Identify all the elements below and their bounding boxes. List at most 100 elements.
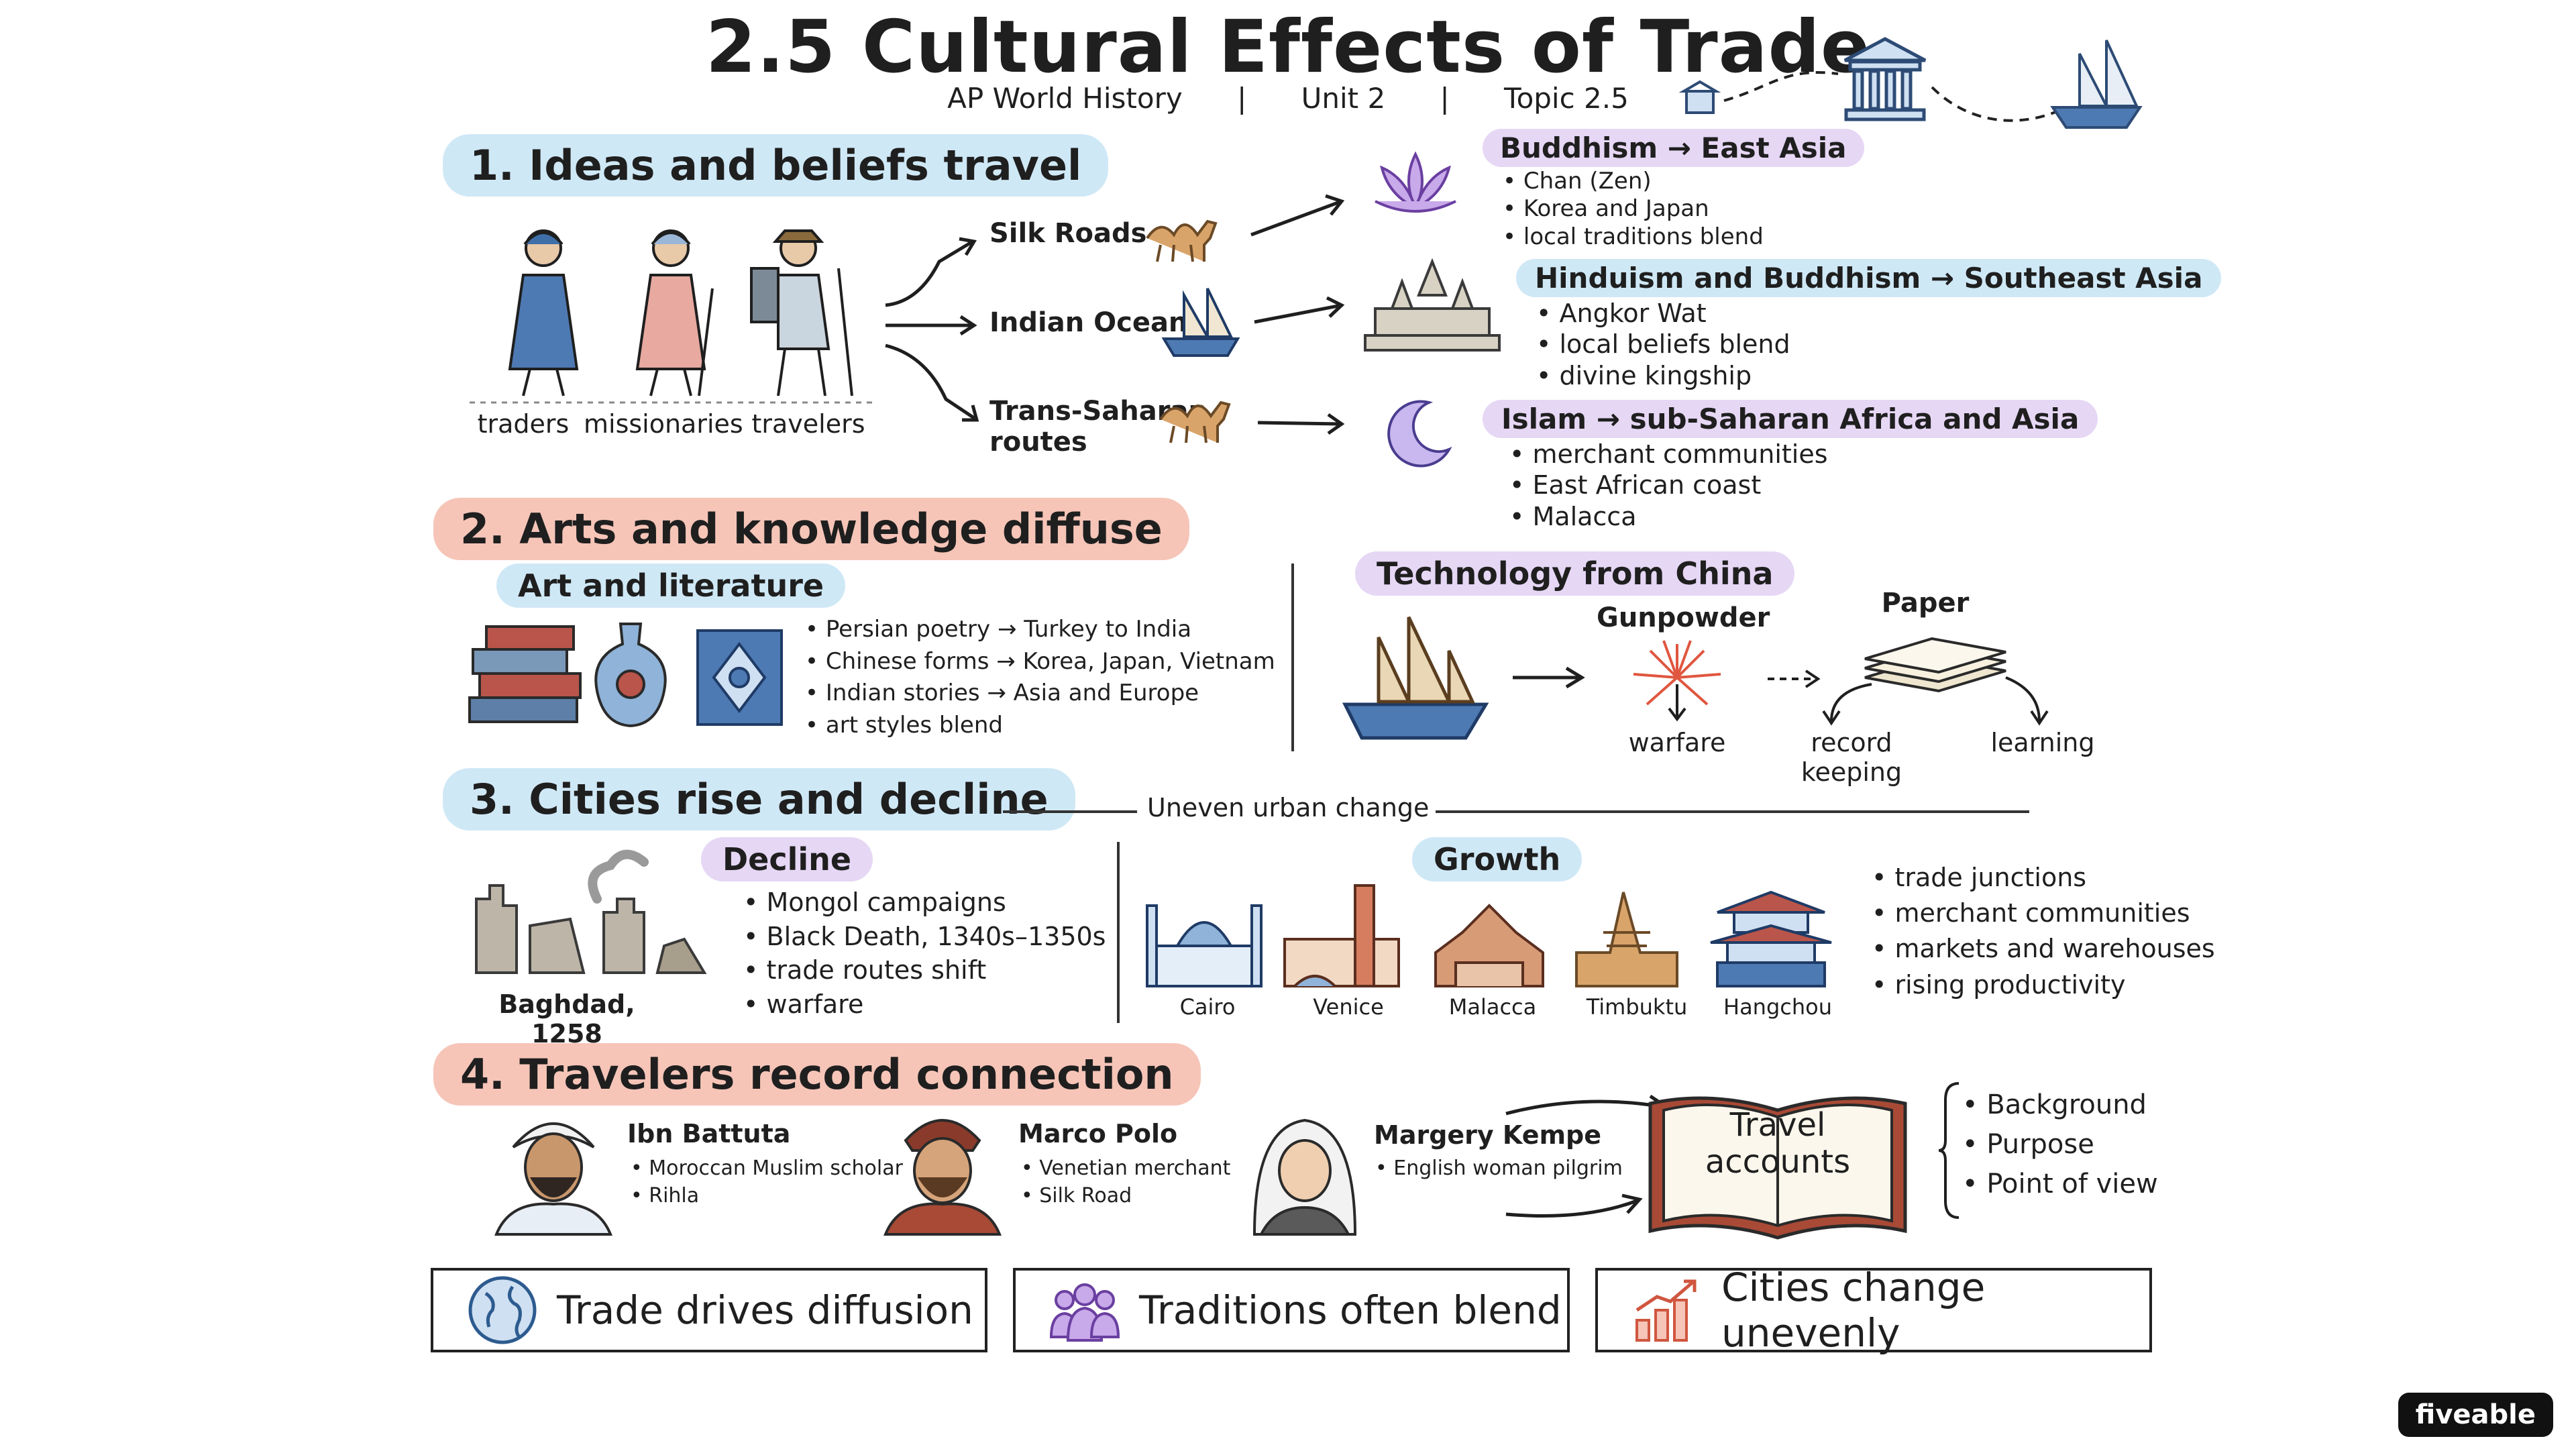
section-3-heading: 3. Cities rise and decline [443, 768, 1075, 830]
paper-branch-arrows [1822, 676, 2049, 726]
margery-kempe-portrait [1252, 1118, 1357, 1236]
junk-ship-icon [1161, 288, 1240, 357]
malacca-temple-icon [1434, 904, 1544, 987]
list-item: Chinese forms → Korea, Japan, Vietnam [805, 646, 1275, 678]
list-item: Point of view [1962, 1165, 2157, 1204]
list-item: Venetian merchant [1021, 1155, 1230, 1183]
list-item: trade junctions [1872, 860, 2215, 896]
list-item: English woman pilgrim [1375, 1157, 1623, 1181]
list-item: Indian stories → Asia and Europe [805, 678, 1275, 710]
city-label-malacca: Malacca [1448, 994, 1537, 1020]
analysis-bracket [1938, 1082, 1960, 1219]
page-subtitle: AP World History | Unit 2 | Topic 2.5 [0, 82, 2576, 115]
city-label-timbuktu: Timbuktu [1586, 994, 1688, 1020]
list-item: markets and warehouses [1872, 931, 2215, 967]
analysis-points: Background Purpose Point of view [1962, 1085, 2158, 1204]
marco-polo-portrait [883, 1119, 1002, 1236]
crescent-icon [1387, 400, 1452, 468]
missionary-figure [635, 229, 714, 396]
people-label-travelers: travelers [751, 409, 865, 439]
list-item: Black Death, 1340s–1350s [743, 920, 1106, 954]
route-fan-arrows [885, 237, 979, 422]
camel-icon [1159, 400, 1231, 443]
art-literature-heading: Art and literature [496, 564, 846, 608]
list-item: Mongol campaigns [743, 885, 1106, 920]
list-item: East African coast [1509, 470, 1828, 500]
urban-divider-line-right [1436, 810, 2029, 813]
baghdad-ruins-icon [475, 849, 707, 974]
cairo-mosque-icon [1146, 904, 1263, 987]
summary-text-cities: Cities change unevenly [1721, 1265, 1986, 1356]
tile-pattern-icon [696, 629, 783, 726]
urban-divider-label: Uneven urban change [1147, 793, 1430, 822]
list-item: Angkor Wat [1536, 298, 1790, 329]
art-literature-points: Persian poetry → Turkey to India Chinese… [805, 614, 1275, 741]
hangchou-pagoda-icon [1710, 890, 1832, 987]
firework-icon [1633, 640, 1721, 722]
traveler-points-marco-polo: Venetian merchant Silk Road [1021, 1155, 1230, 1210]
book-label: Travel accounts [1705, 1106, 1851, 1181]
list-item: Malacca [1509, 501, 1828, 532]
angkor-temple-icon [1364, 258, 1501, 352]
list-item: Purpose [1962, 1125, 2158, 1165]
list-item: warfare [743, 987, 1106, 1022]
summary-box-blend: Traditions often blend [1013, 1268, 1570, 1352]
list-item: art styles blend [805, 710, 1275, 742]
section-4-heading: 4. Travelers record connection [433, 1043, 1201, 1106]
people-label-missionaries: missionaries [584, 409, 743, 439]
subtitle-separator: | [1237, 82, 1247, 115]
paper-label: Paper [1881, 588, 1970, 619]
book-icon [1648, 1096, 1907, 1240]
people-icon [1049, 1283, 1120, 1342]
traveler-points-ibn-battuta: Moroccan Muslim scholar Rihla [631, 1155, 903, 1210]
religion-buddhism-points: Chan (Zen) Korea and Japan local traditi… [1503, 168, 1764, 251]
topic-label: Topic 2.5 [1504, 82, 1629, 115]
header-route-illustration [1678, 37, 2143, 129]
summary-box-diffusion: Trade drives diffusion [431, 1268, 987, 1352]
ibn-battuta-portrait [494, 1122, 612, 1236]
list-item: Silk Road [1021, 1183, 1230, 1210]
record-keeping-label: record keeping [1801, 728, 1902, 787]
growth-heading: Growth [1412, 837, 1582, 881]
traveling-people-illustration [470, 229, 872, 404]
course-label: AP World History [947, 82, 1183, 115]
list-item: rising productivity [1872, 967, 2215, 1003]
list-item: Chan (Zen) [1503, 168, 1764, 195]
list-item: trade routes shift [743, 953, 1106, 987]
subtitle-separator: | [1440, 82, 1450, 115]
growth-chart-icon [1635, 1279, 1697, 1342]
camel-icon [1146, 219, 1218, 262]
list-item: Moroccan Muslim scholar [631, 1155, 903, 1183]
gunpowder-label: Gunpowder [1597, 602, 1770, 633]
traveler-figure [750, 229, 853, 396]
list-item: Rihla [631, 1183, 903, 1210]
traveler-points-margery-kempe: English woman pilgrim [1375, 1157, 1623, 1181]
ship-icon [2050, 40, 2143, 129]
vase-icon [594, 623, 667, 728]
section-3-divider [1117, 842, 1120, 1023]
growth-points: trade junctions merchant communities mar… [1872, 860, 2215, 1003]
baghdad-label: Baghdad, 1258 [498, 989, 635, 1049]
trader-figure [508, 229, 579, 396]
section-2-heading: 2. Arts and knowledge diffuse [433, 498, 1189, 560]
paper-stack-icon [1864, 637, 2006, 693]
decline-points: Mongol campaigns Black Death, 1340s–1350… [743, 885, 1106, 1021]
warfare-label: warfare [1628, 728, 1726, 757]
city-label-cairo: Cairo [1179, 994, 1236, 1020]
city-label-venice: Venice [1313, 994, 1384, 1020]
chinese-junk-icon [1342, 616, 1489, 740]
route-indian-ocean: Indian Ocean [989, 307, 1188, 338]
traveler-name-marco-polo: Marco Polo [1018, 1119, 1178, 1148]
route-silk-roads: Silk Roads [989, 218, 1147, 249]
section-2-divider [1291, 564, 1294, 751]
list-item: merchant communities [1872, 896, 2215, 931]
religion-hinduism-heading: Hinduism and Buddhism → Southeast Asia [1516, 259, 2222, 297]
list-item: Background [1962, 1085, 2158, 1125]
brand-badge: fiveable [2398, 1393, 2553, 1437]
summary-text-blend: Traditions often blend [1139, 1287, 1562, 1333]
timbuktu-mosque-icon [1575, 892, 1678, 987]
religion-arrows [1250, 194, 1345, 435]
summary-box-cities: Cities change unevenly [1595, 1265, 2152, 1356]
urban-divider-line-left [1003, 810, 1137, 813]
unit-label: Unit 2 [1301, 82, 1386, 115]
